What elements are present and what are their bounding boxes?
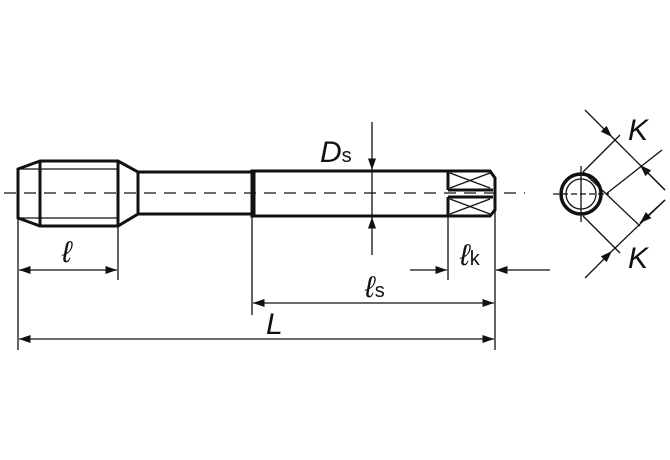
overall-length-label: L xyxy=(266,308,283,341)
tap-end-view xyxy=(553,109,666,279)
extension-lines xyxy=(17,210,496,350)
square-end xyxy=(446,171,493,216)
square-length-label: ℓk xyxy=(459,239,481,272)
shank-length-label: ℓs xyxy=(364,271,385,304)
shank-diameter-label: Ds xyxy=(320,136,352,169)
square-size-label-bottom: K xyxy=(628,242,650,275)
thread-length-label: ℓ xyxy=(61,236,73,269)
k-dimension-top-arrow xyxy=(584,109,613,138)
k-dimension-bottom-arrow xyxy=(584,250,613,279)
square-size-label-top: K xyxy=(628,114,650,147)
neck xyxy=(138,170,252,216)
